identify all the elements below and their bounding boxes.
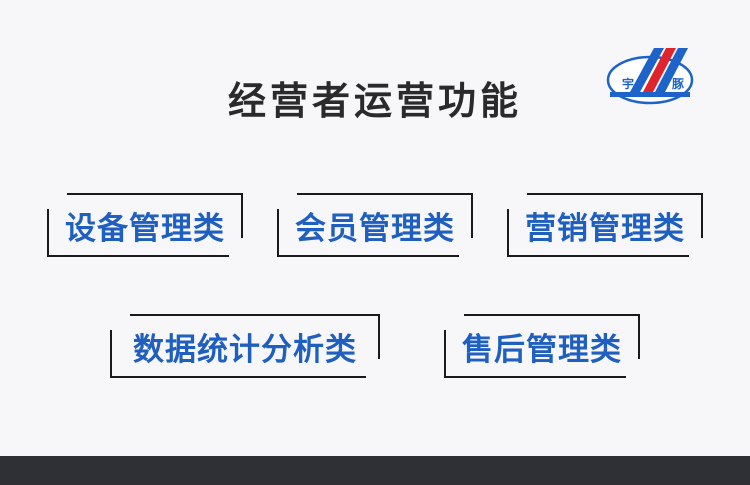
footer-bar — [0, 456, 750, 485]
category-stats[interactable]: 数据统计分析类 — [108, 314, 382, 378]
category-stats-label: 数据统计分析类 — [133, 331, 357, 368]
page-title: 经营者运营功能 — [227, 79, 522, 123]
category-member[interactable]: 会员管理类 — [275, 193, 475, 257]
category-member-label: 会员管理类 — [295, 210, 455, 247]
logo-char-left: 宇 — [622, 76, 634, 91]
category-marketing-label: 营销管理类 — [525, 210, 685, 247]
logo-char-right: 豚 — [671, 76, 685, 91]
category-device[interactable]: 设备管理类 — [45, 193, 245, 257]
brand-logo: 宇 豚 — [606, 42, 694, 114]
category-aftersale[interactable]: 售后管理类 — [442, 314, 642, 378]
category-aftersale-label: 售后管理类 — [462, 331, 622, 368]
category-marketing[interactable]: 营销管理类 — [505, 193, 705, 257]
category-device-label: 设备管理类 — [65, 210, 225, 247]
